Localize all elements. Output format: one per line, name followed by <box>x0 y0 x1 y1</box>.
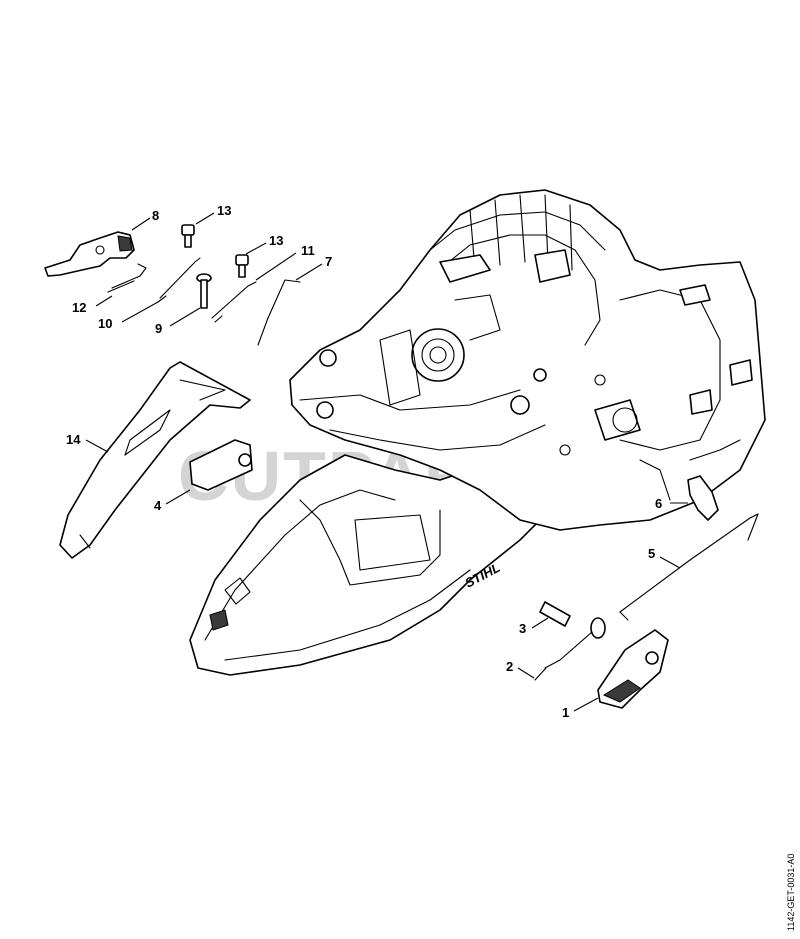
callout-13: 13 <box>269 233 283 248</box>
callout-5: 5 <box>648 546 655 561</box>
leader-lines <box>85 212 688 712</box>
callout-13: 13 <box>217 203 231 218</box>
part-10-rod <box>157 257 201 303</box>
part-11-rod <box>211 281 257 323</box>
callout-2: 2 <box>506 659 513 674</box>
part-3-pin <box>539 601 571 627</box>
callout-12: 12 <box>72 300 86 315</box>
document-id-text: 1142-GET-0031-A0 <box>786 854 796 931</box>
callout-1: 1 <box>562 705 569 720</box>
callout-7: 7 <box>325 254 332 269</box>
part-5-wire <box>619 513 759 621</box>
part-13-screw-a <box>181 224 195 248</box>
callout-6: 6 <box>655 496 662 511</box>
part-9-pin <box>196 273 212 309</box>
part-14-handle-cover <box>59 361 251 559</box>
part-13-screw-b <box>235 254 249 278</box>
part-6-bracket <box>687 475 719 521</box>
part-1-trigger <box>597 629 669 709</box>
callout-3: 3 <box>519 621 526 636</box>
callout-4: 4 <box>154 498 162 513</box>
callout-11: 11 <box>301 243 315 258</box>
callout-8: 8 <box>152 208 159 223</box>
callout-9: 9 <box>155 321 162 336</box>
document-id-label: 1142-GET-0031-A0 <box>786 854 796 931</box>
engine-housing: STIHL <box>189 189 766 676</box>
part-12-spring-clip <box>107 263 147 293</box>
callout-labels: 8 13 13 11 7 12 10 9 14 4 6 5 3 2 1 <box>66 203 662 720</box>
part-4-lockout <box>189 439 253 491</box>
part-8-throttle-lever <box>44 231 135 277</box>
part-7-wire <box>257 279 301 346</box>
part-2-spring <box>534 617 606 681</box>
callout-14: 14 <box>66 432 81 447</box>
callout-10: 10 <box>98 316 112 331</box>
